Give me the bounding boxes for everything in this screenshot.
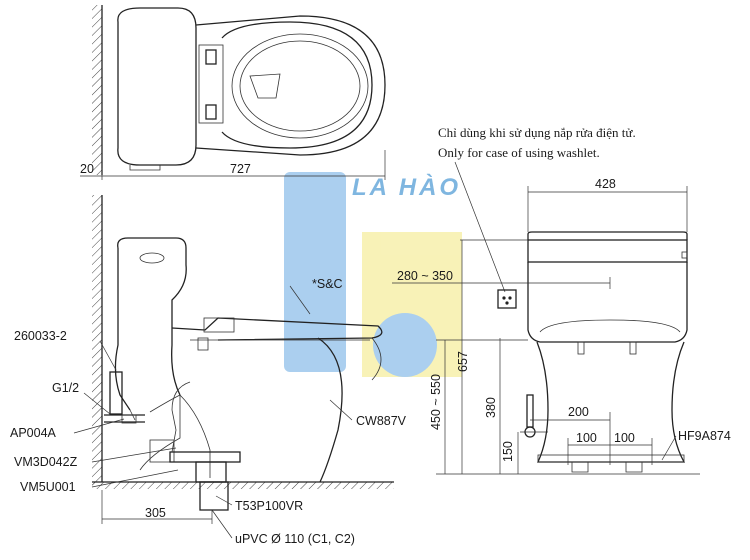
hose-range-dimension	[392, 239, 611, 289]
part-leaders-left	[73, 285, 353, 539]
part-cw887v: CW887V	[356, 414, 407, 428]
note-leader	[454, 161, 506, 293]
wall-side-view	[92, 195, 103, 485]
dim-length: 727	[230, 162, 251, 176]
dim-200: 200	[568, 405, 589, 419]
dim-supply-height: 150	[501, 441, 515, 462]
supply-valve	[520, 394, 548, 438]
dim-width: 428	[595, 177, 616, 191]
dim-rough-in: 305	[145, 506, 166, 520]
hf9a874-leader	[661, 435, 677, 461]
outlet-box	[497, 289, 517, 309]
dim-100-left: 100	[576, 431, 597, 445]
part-ap004a: AP004A	[10, 426, 57, 440]
inlet-detail	[104, 371, 241, 511]
dim-100-right: 100	[614, 431, 635, 445]
dim-outlet-height: 380	[484, 397, 498, 418]
front-view-toilet	[527, 231, 688, 473]
dim-hose-range: 280 ~ 350	[397, 269, 453, 283]
part-vm5u001: VM5U001	[20, 480, 76, 494]
wall-top-view	[92, 5, 103, 175]
dim-total-height: 657	[456, 351, 470, 372]
floor-line	[92, 481, 394, 489]
part-t53p100vr: T53P100VR	[235, 499, 303, 513]
watermark-text: LA HÀO	[352, 173, 461, 201]
rough-in-dimension	[101, 490, 213, 524]
part-g12: G1/2	[52, 381, 79, 395]
note-vietnamese: Chỉ dùng khi sử dụng nắp rửa điện tử.	[438, 125, 636, 140]
part-vm3d042z: VM3D042Z	[14, 455, 78, 469]
top-dimension-lines	[80, 150, 386, 180]
note-english: Only for case of using washlet.	[438, 145, 600, 160]
side-view-toilet	[114, 237, 383, 483]
vertical-dimensions	[436, 240, 700, 475]
dim-wall-gap: 20	[80, 162, 94, 176]
width-dimension	[527, 186, 688, 232]
top-view-toilet	[117, 7, 386, 171]
dim-seat-height: 450 ~ 550	[429, 374, 443, 430]
horizontal-dimensions	[530, 412, 653, 465]
part-hf9a874: HF9A874	[678, 429, 731, 443]
part-sc: *S&C	[312, 277, 343, 291]
part-260033-2: 260033-2	[14, 329, 67, 343]
part-upvc-pipe: uPVC Ø 110 (C1, C2)	[235, 532, 355, 546]
